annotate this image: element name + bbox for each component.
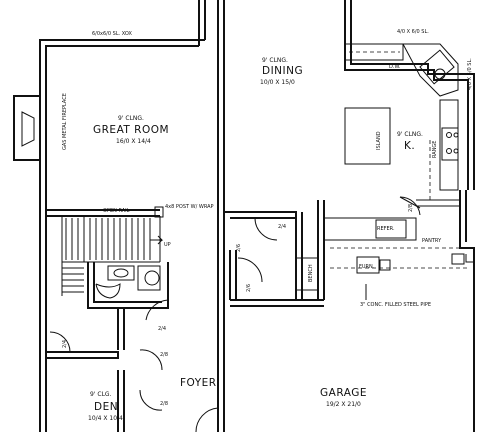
kitchen-sink [419,49,455,85]
refrigerator [375,219,407,239]
stair-up-arrow [150,235,164,245]
powder-toilet [137,265,161,291]
island [344,107,391,165]
exterior-walls [39,0,475,432]
range-label: RANGE [432,141,438,158]
wall-pantry-left [317,200,325,300]
furnace [356,256,380,274]
sink-counter [402,43,459,97]
door-swing-pantry [399,196,421,216]
powder-room: 2/4 [87,262,169,350]
door-26b-label: 2/6 [246,284,252,292]
bench [296,257,319,291]
stair-up-label: UP [164,242,171,248]
range [441,127,459,161]
bench-label: BENCH [308,264,314,282]
door-28-den: 2/8 [160,352,168,358]
kitchen: 4/0 X 6/0 SL. 4/0 X 5/0 SL. D.W. RANGE I… [344,29,473,200]
door-26-label: 2/6 [236,244,242,252]
den-area: 2/4 2/8 2/8 9' CLG. DEN 10/4 X 10/4 [46,331,168,432]
door-24-mud: 2/4 [278,224,286,230]
kitchen-counter-right [439,99,459,191]
wall-right-upper [344,0,475,190]
fireplace-label: GAS METAL FIREPLACE [62,93,68,150]
dining-ceiling: 9' CLNG. [262,57,288,64]
den-top-wall [46,351,119,359]
den-name: DEN [94,401,118,413]
great-room-name: GREAT ROOM [93,124,169,136]
dining-name: DINING [262,65,303,77]
post-label-line1: 4x8 POST W/ WRAP [165,204,214,210]
wall-center-top [217,0,225,432]
great-room-dims: 16/0 X 14/4 [116,138,151,145]
toilet-bowl [95,283,121,299]
dining-dims: 10/0 X 15/0 [260,79,295,86]
door-swing-garage [237,257,263,283]
kitchen-ceiling: 9' CLNG. [397,131,423,138]
vanity [107,265,135,281]
refer-label: REFER. [377,226,395,232]
wall-right-lower [459,190,475,432]
door-swing-front [195,407,219,432]
fireplace-box [13,95,41,161]
mudroom-top-wall [224,211,297,219]
fireplace-firebox [21,111,35,147]
mudroom: BENCH 2/4 2/6 2/6 [224,211,324,307]
door-swing-closet [49,331,71,353]
dishwasher-label: D.W. [389,64,401,70]
door-swing-powder [145,299,169,321]
window-right-label: 4/0 X 5/0 SL. [467,58,473,90]
open-rail-label: OPEN RAIL [103,208,130,214]
garage: FURN. 3" CONC. FILLED STEEL PIPE GARAGE … [320,247,470,408]
door-28-den-b: 2/8 [160,401,168,407]
wall-top-left-return [198,0,206,46]
door-28-pantry: 2/8 [408,204,414,212]
kitchen-name: K. [404,140,415,152]
slider-kitchen-label: 4/0 X 6/0 SL. [397,29,429,35]
door-swing-mud [254,217,278,241]
slider-top-label: 6/0x6/0 SL. XOX [92,31,133,37]
pipe-label: 3" CONC. FILLED STEEL PIPE [360,302,431,308]
post [154,206,164,218]
door-swing-den [139,349,163,411]
pantry-label: PANTRY [422,238,442,244]
wall-top-left [39,39,205,432]
door-24-powder: 2/4 [158,326,166,332]
fireplace: GAS METAL FIREPLACE [13,93,68,161]
pantry-area: REFER. PANTRY 2/8 [317,196,474,300]
furnace-label: FURN. [359,264,375,270]
den-dims: 10/4 X 10/4 [88,415,123,422]
stairs: OPEN RAIL 4x8 POST W/ WRAP UP [46,204,214,296]
powder-walls [87,262,169,309]
open-rail [46,209,160,217]
refer-cabinet [324,217,417,241]
island-label: ISLAND [376,131,382,150]
garage-name: GARAGE [320,387,367,399]
great-room-ceiling: 9' CLNG. [118,115,144,122]
door-24-closet: 2/4 [62,340,68,348]
foyer-name: FOYER [180,377,217,389]
den-ceiling: 9' CLG. [90,391,112,398]
kitchen-counter-top [345,43,404,61]
garage-dims: 19/2 X 21/0 [326,401,361,408]
